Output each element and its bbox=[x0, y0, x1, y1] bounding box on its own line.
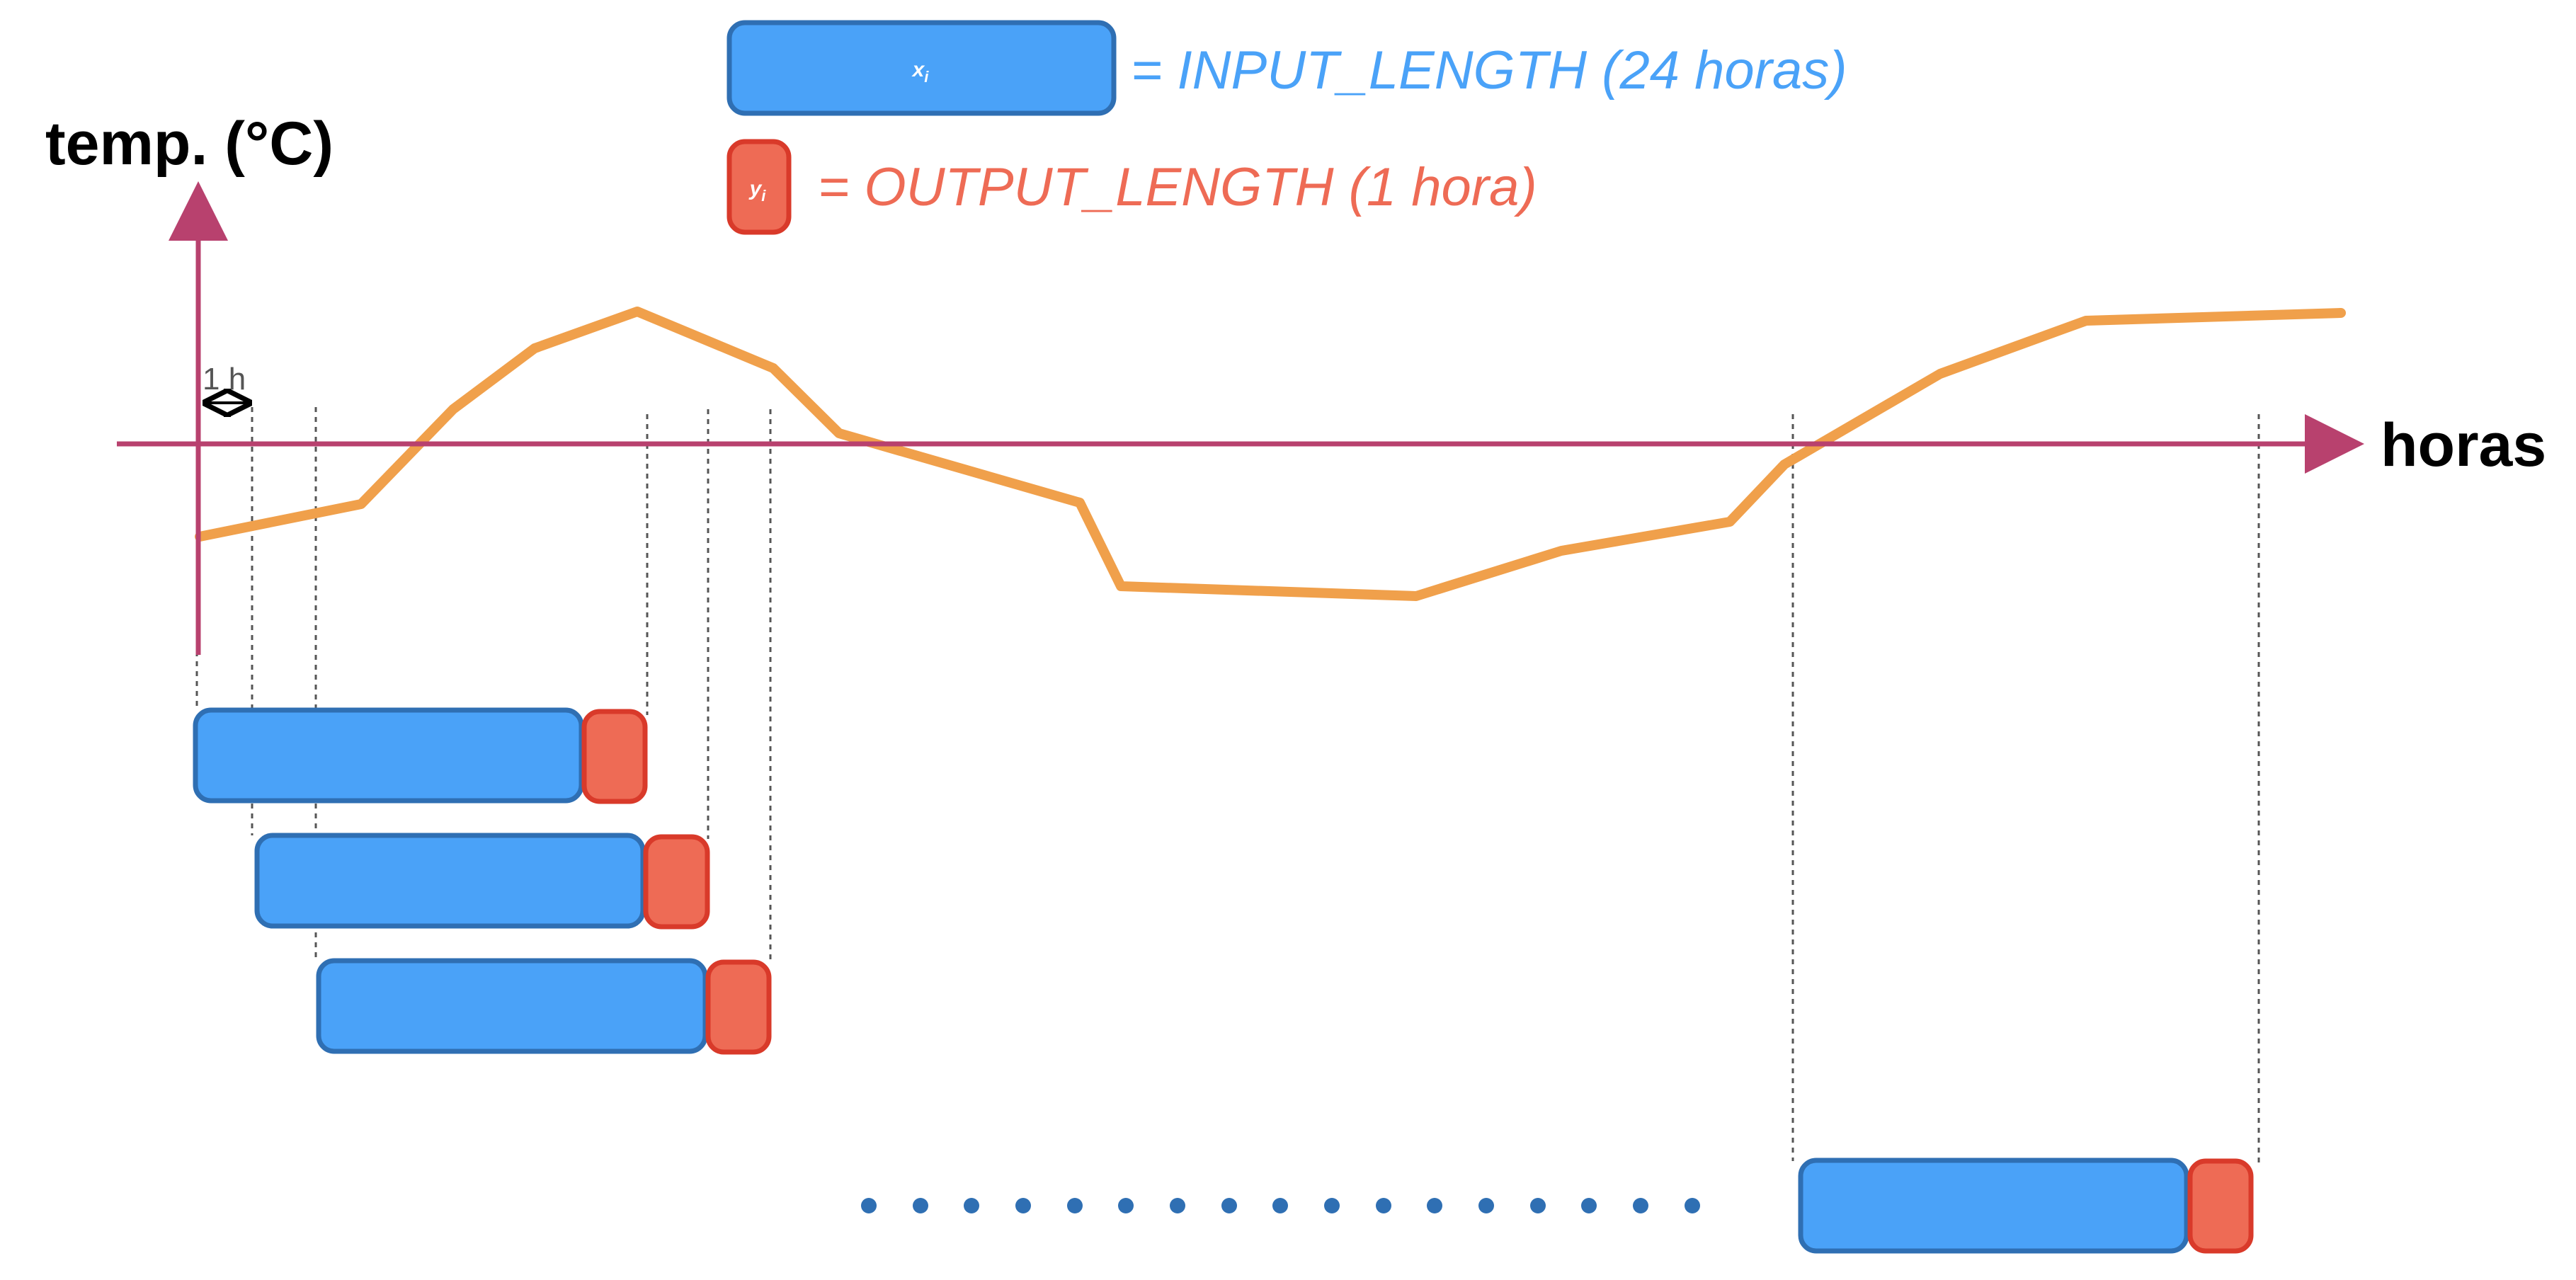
dot bbox=[1015, 1198, 1031, 1213]
dot bbox=[1376, 1198, 1391, 1213]
dot bbox=[1118, 1198, 1134, 1213]
x-axis-label: horas bbox=[2381, 411, 2546, 479]
legend-output-box bbox=[726, 139, 792, 235]
window-last bbox=[1798, 1158, 2254, 1254]
axes bbox=[117, 181, 2364, 655]
dot bbox=[1324, 1198, 1340, 1213]
y-axis-label: temp. (°C) bbox=[45, 110, 334, 178]
step-annotation: 1 h bbox=[203, 362, 249, 403]
legend-output-text: = OUTPUT_LENGTH (1 hora) bbox=[818, 157, 1537, 217]
dot bbox=[1221, 1198, 1237, 1213]
dot bbox=[964, 1198, 979, 1213]
window-3 bbox=[316, 958, 772, 1055]
step-label: 1 h bbox=[203, 362, 246, 396]
legend-input-box-label: xi bbox=[911, 58, 930, 86]
window-1 bbox=[193, 707, 648, 804]
dot bbox=[913, 1198, 928, 1213]
input-window bbox=[254, 833, 646, 929]
output-window bbox=[705, 959, 772, 1055]
dot bbox=[1478, 1198, 1494, 1213]
dot bbox=[1067, 1198, 1083, 1213]
window-2 bbox=[254, 833, 710, 930]
dot bbox=[1427, 1198, 1442, 1213]
output-window bbox=[581, 709, 648, 804]
dot bbox=[1170, 1198, 1185, 1213]
dot bbox=[1530, 1198, 1546, 1213]
ellipsis-dots bbox=[861, 1198, 1700, 1213]
output-window bbox=[643, 834, 710, 930]
input-window bbox=[316, 958, 708, 1054]
legend-input-box bbox=[726, 20, 1117, 116]
legend-input-text: = INPUT_LENGTH (24 horas) bbox=[1131, 40, 1847, 101]
input-window bbox=[193, 707, 584, 804]
dot bbox=[1633, 1198, 1648, 1213]
dot bbox=[1581, 1198, 1597, 1213]
temperature-curve bbox=[195, 307, 2346, 601]
legend-output-box-label: yi bbox=[748, 177, 767, 205]
output-window bbox=[2187, 1158, 2254, 1254]
input-window bbox=[1798, 1158, 2189, 1254]
dot bbox=[861, 1198, 877, 1213]
dot bbox=[1685, 1198, 1700, 1213]
legend: xi = INPUT_LENGTH (24 horas) yi = OUTPUT… bbox=[726, 20, 1847, 235]
dot bbox=[1272, 1198, 1288, 1213]
